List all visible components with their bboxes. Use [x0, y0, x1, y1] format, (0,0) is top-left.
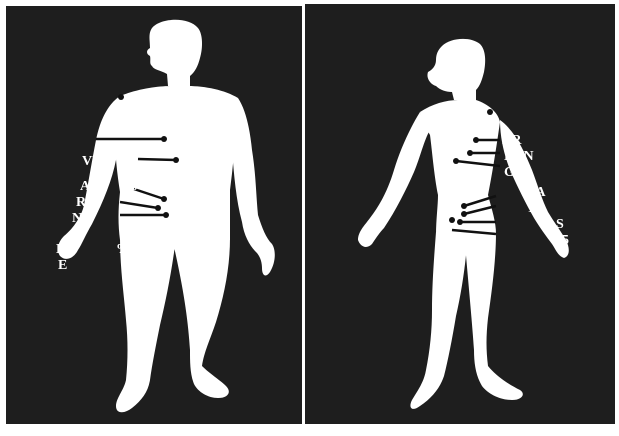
male-panel: VE % ATE % RY N 1 KE % E	[6, 6, 302, 424]
female-pointer-dot-3	[467, 150, 473, 156]
male-label-1: VE	[82, 154, 101, 169]
male-pointer-dot-3	[173, 157, 179, 163]
female-label-6: S	[556, 217, 564, 232]
female-pointer-dot-2	[473, 137, 479, 143]
male-label-3: ATE	[80, 179, 108, 194]
male-pointer-dot-1	[118, 94, 124, 100]
female-pointer-dot-4	[453, 158, 459, 164]
male-label-5: RY	[76, 195, 96, 210]
male-label-9: E	[58, 258, 67, 273]
female-pointer-dot-6	[461, 211, 467, 217]
female-label-1: BR	[502, 133, 522, 148]
male-pointer-dot-5	[155, 205, 161, 211]
female-label-5: Y	[526, 201, 536, 216]
female-label-3: GE	[504, 165, 524, 180]
female-label-7: 5	[562, 233, 569, 248]
female-panel: BR LUN GE IA Y S 5	[305, 4, 615, 424]
female-label-4: IA	[530, 185, 546, 200]
male-label-7: KE	[56, 242, 76, 257]
female-pointer-dot-1	[487, 109, 493, 115]
female-pointer-dot-8	[449, 217, 455, 223]
male-leader-line-2	[138, 159, 176, 160]
male-label-4: %	[124, 179, 138, 194]
male-pointer-dot-4	[161, 196, 167, 202]
male-pointer-dot-2	[161, 136, 167, 142]
female-pointer-dot-7	[457, 219, 463, 225]
male-label-2: %	[124, 154, 138, 169]
male-pointer-dot-6	[163, 212, 169, 218]
male-label-8: %	[116, 242, 130, 257]
female-pointer-dot-5	[461, 203, 467, 209]
male-label-6: N 1	[72, 211, 93, 226]
female-label-2: LUN	[504, 149, 534, 164]
